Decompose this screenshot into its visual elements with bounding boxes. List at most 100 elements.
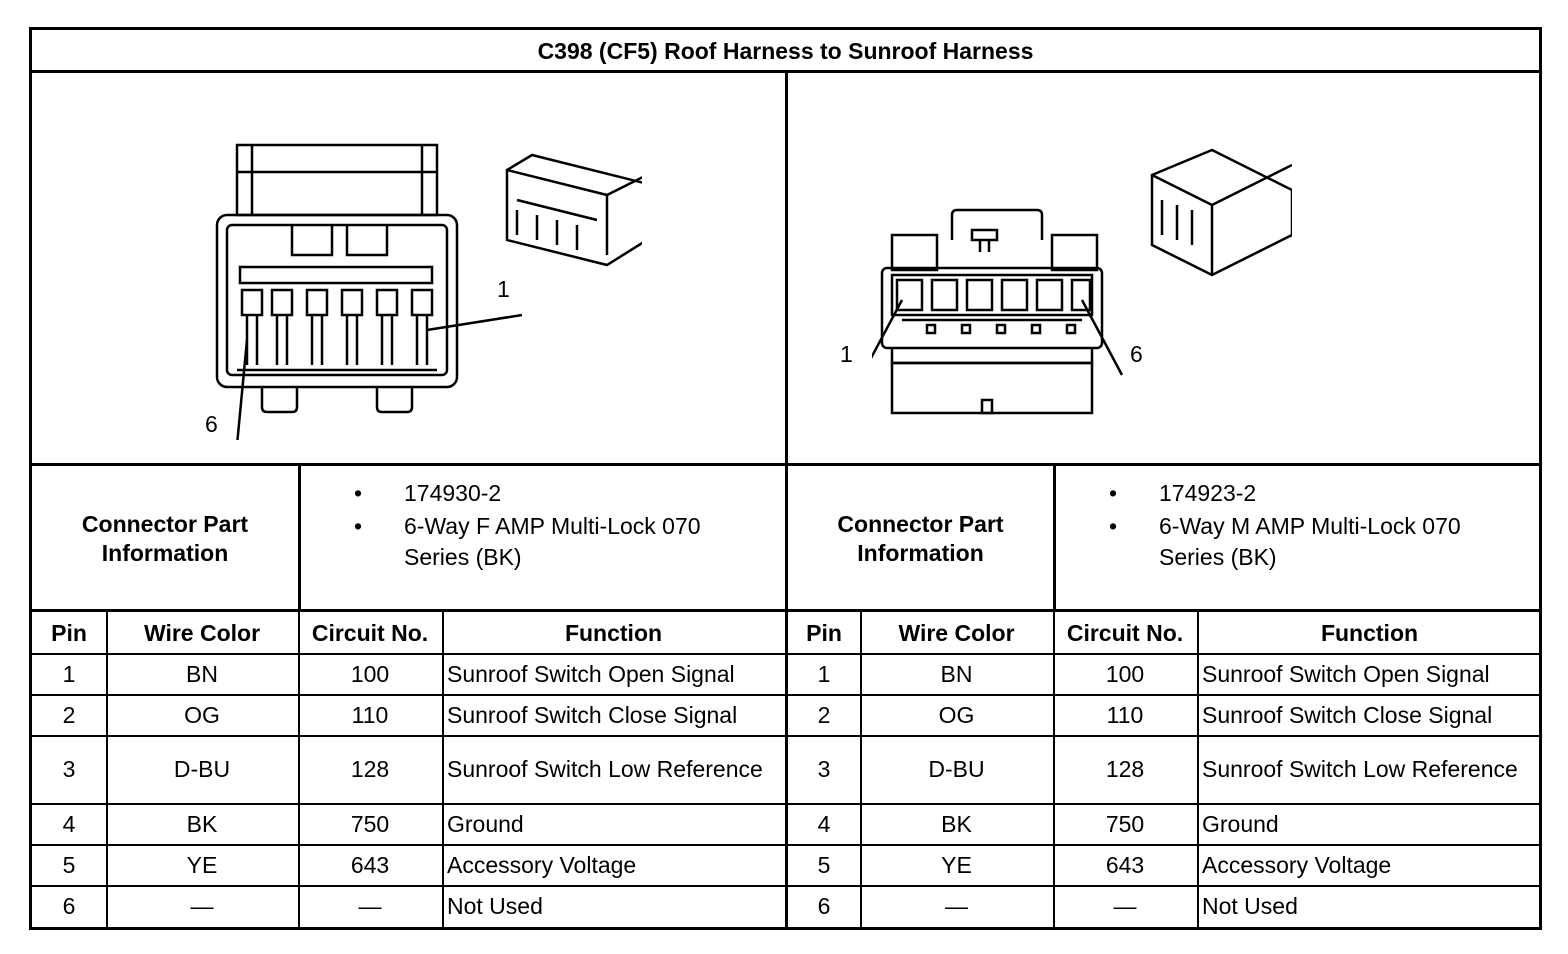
center-divider [785, 70, 788, 930]
left-cell-pin: 1 [62, 660, 76, 687]
right-cell-color: YE [941, 851, 972, 878]
right-part-number: 174923-2 [1159, 480, 1257, 506]
left-row-divider [32, 885, 785, 887]
left-part-info-label: Connector Part Information [32, 510, 298, 568]
right-header-color: Wire Color [898, 619, 1015, 646]
left-part-items: • 174930-2 • 6-Way F AMP Multi-Lock 070 … [354, 478, 774, 598]
right-column-divider [1053, 612, 1055, 927]
right-cell-function: Accessory Voltage [1202, 851, 1392, 878]
right-cell-color: — [945, 893, 968, 919]
left-column-divider [442, 612, 444, 927]
left-cell-function: Not Used [447, 893, 543, 919]
right-cell-function: Not Used [1202, 893, 1298, 919]
right-cell-pin: 4 [817, 810, 831, 837]
right-part-description: 6-Way M AMP Multi-Lock 070 Series (BK) [1159, 513, 1461, 570]
left-pin6-callout: 6 [205, 411, 218, 437]
right-cell-circuit: 100 [1105, 660, 1145, 687]
left-cell-function: Sunroof Switch Open Signal [447, 660, 735, 687]
left-header-function: Function [564, 619, 663, 646]
connector-sheet: C398 (CF5) Roof Harness to Sunroof Harne… [29, 27, 1542, 930]
right-cell-pin: 6 [817, 893, 831, 919]
right-cell-circuit: 643 [1105, 851, 1145, 878]
left-part-number: 174930-2 [404, 480, 502, 506]
left-column-divider [298, 612, 300, 927]
right-cell-function: Ground [1202, 810, 1279, 837]
page-title: C398 (CF5) Roof Harness to Sunroof Harne… [537, 38, 1034, 64]
left-cell-pin: 6 [62, 893, 76, 919]
right-cell-function: Sunroof Switch Low Reference [1202, 756, 1518, 782]
left-cell-circuit: 110 [351, 701, 389, 728]
left-cell-function: Ground [447, 810, 524, 837]
right-cell-circuit: — [1113, 893, 1137, 919]
bullet: • [1109, 513, 1118, 539]
left-row-divider [32, 735, 785, 737]
right-column-divider [860, 612, 862, 927]
right-part-info-text: Connector Part Information [837, 511, 1004, 566]
left-row-divider [32, 803, 785, 805]
left-cell-color: OG [184, 701, 220, 728]
right-cell-circuit: 128 [1105, 756, 1145, 782]
right-cell-color: OG [938, 701, 975, 728]
partinfo-right-divider [1053, 463, 1056, 612]
left-column-divider [106, 612, 108, 927]
left-row-divider [32, 844, 785, 846]
left-cell-pin: 5 [62, 851, 76, 878]
bullet: • [354, 480, 363, 506]
bullet: • [1109, 480, 1118, 506]
right-pin1-callout: 1 [840, 341, 853, 367]
left-row-divider [32, 694, 785, 696]
left-cell-pin: 4 [62, 810, 76, 837]
right-header-function: Function [1320, 619, 1419, 646]
left-cell-pin: 2 [62, 701, 76, 728]
left-cell-function: Accessory Voltage [447, 851, 637, 878]
left-cell-circuit: 750 [350, 810, 390, 837]
right-part-info-label: Connector Part Information [788, 510, 1053, 568]
right-row-divider [788, 803, 1542, 805]
right-cell-pin: 3 [817, 756, 831, 782]
right-header-pin: Pin [806, 619, 842, 646]
left-header-circuit: Circuit No. [311, 619, 429, 646]
right-cell-circuit: 110 [1106, 701, 1144, 728]
partinfo-left-divider [298, 463, 301, 612]
right-cell-color: BK [941, 810, 972, 837]
right-cell-pin: 1 [817, 660, 831, 687]
right-cell-circuit: 750 [1105, 810, 1145, 837]
right-header-circuit: Circuit No. [1066, 619, 1184, 646]
right-row-divider [788, 653, 1542, 655]
image-divider [32, 463, 1539, 466]
left-cell-function: Sunroof Switch Close Signal [447, 701, 738, 728]
female-connector-face-diagram [215, 143, 642, 440]
partinfo-divider [32, 609, 1539, 612]
left-cell-color: YE [186, 851, 218, 878]
left-part-info-text: Connector Part Information [81, 511, 249, 566]
left-cell-circuit: 128 [350, 756, 390, 782]
left-cell-circuit: 643 [350, 851, 390, 878]
male-connector-face-diagram [872, 148, 1292, 415]
right-cell-color: BN [940, 660, 973, 687]
left-cell-color: BN [186, 660, 218, 687]
right-row-divider [788, 844, 1542, 846]
right-cell-color: D-BU [928, 756, 985, 782]
right-row-divider [788, 885, 1542, 887]
right-row-divider [788, 694, 1542, 696]
left-pin1-callout: 1 [497, 276, 510, 302]
left-header-color: Wire Color [143, 619, 261, 646]
left-cell-color: — [190, 893, 214, 919]
right-row-divider [788, 735, 1542, 737]
right-cell-pin: 2 [817, 701, 831, 728]
right-column-divider [1197, 612, 1199, 927]
left-cell-pin: 3 [62, 756, 76, 782]
left-cell-circuit: 100 [350, 660, 390, 687]
left-header-pin: Pin [51, 619, 87, 646]
right-part-items: • 174923-2 • 6-Way M AMP Multi-Lock 070 … [1109, 478, 1529, 598]
right-cell-function: Sunroof Switch Close Signal [1202, 701, 1493, 728]
left-cell-circuit: — [358, 893, 382, 919]
left-cell-color: BK [186, 810, 218, 837]
left-part-description: 6-Way F AMP Multi-Lock 070 Series (BK) [404, 513, 701, 570]
right-cell-pin: 5 [817, 851, 831, 878]
left-row-divider [32, 653, 785, 655]
left-cell-color: D-BU [173, 756, 231, 782]
right-cell-function: Sunroof Switch Open Signal [1202, 660, 1490, 687]
left-cell-function: Sunroof Switch Low Reference [447, 756, 763, 782]
right-pin6-callout: 6 [1130, 341, 1143, 367]
